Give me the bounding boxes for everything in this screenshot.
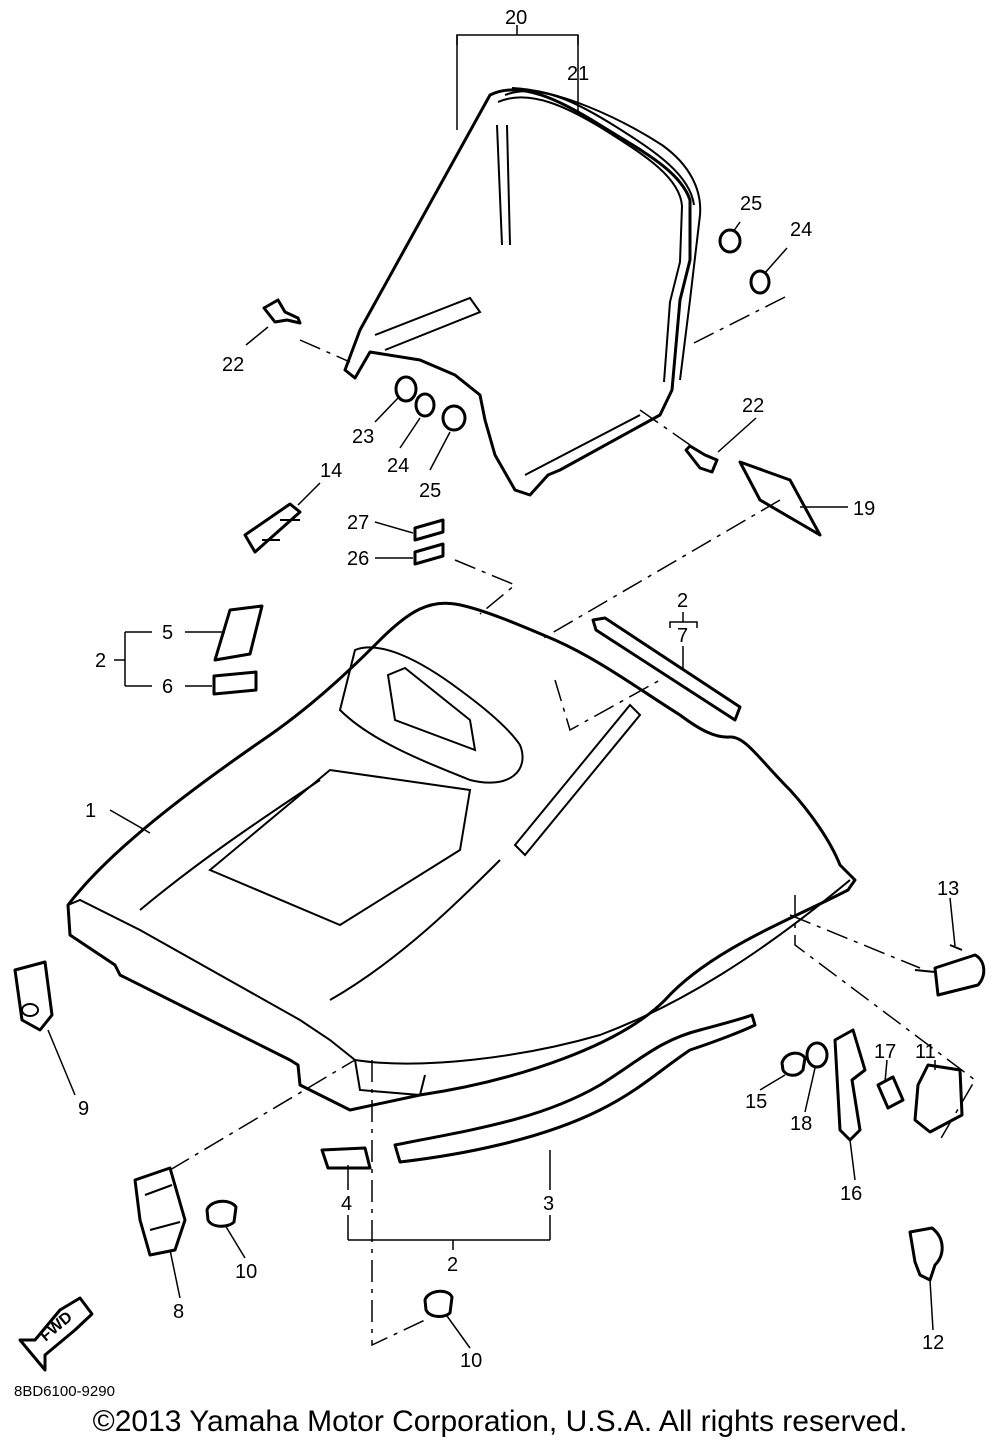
callout-1: 1: [85, 800, 96, 822]
callout-19: 19: [853, 498, 875, 520]
callout-4: 4: [341, 1193, 352, 1215]
callout-24-right: 24: [790, 219, 812, 241]
pad-13: [933, 953, 986, 997]
nut-15: [780, 1051, 807, 1077]
callout-8: 8: [173, 1301, 184, 1323]
nut-24-right: [749, 269, 771, 295]
callout-26: 26: [347, 548, 369, 570]
side-rail: [591, 616, 742, 722]
callout-10-a: 10: [235, 1261, 257, 1283]
windshield-seal: [511, 87, 702, 381]
windshield: [343, 88, 695, 497]
link-16: [833, 1028, 867, 1142]
label-27: [413, 518, 445, 542]
callout-9: 9: [78, 1098, 89, 1120]
callout-3: 3: [543, 1193, 554, 1215]
copyright-notice: ©2013 Yamaha Motor Corporation, U.S.A. A…: [92, 1405, 908, 1438]
callout-2-bottom: 2: [447, 1254, 458, 1276]
leader-lines: [47, 25, 956, 1349]
hinge-8: [133, 1166, 187, 1257]
washer-18: [805, 1041, 829, 1069]
decal-19: [738, 460, 822, 537]
assembly-lines: [169, 296, 976, 1347]
callout-20: 20: [505, 7, 527, 29]
washer-23: [394, 375, 418, 403]
pad-5: [213, 604, 264, 662]
fwd-arrow: FWD: [18, 1296, 94, 1372]
bolt-22-right: [684, 444, 719, 474]
callout-2-left: 2: [95, 650, 106, 672]
callout-22-left: 22: [222, 354, 244, 376]
callout-22-right: 22: [742, 395, 764, 417]
callout-11: 11: [915, 1041, 936, 1063]
collar-17: [876, 1075, 905, 1110]
bolt-22-left: [262, 298, 302, 325]
hinge-9: [13, 960, 54, 1032]
pad-6: [212, 670, 258, 696]
callout-25-left: 25: [419, 480, 441, 502]
callout-7: 7: [677, 625, 688, 647]
bracket-14: [243, 502, 302, 554]
callout-14: 14: [320, 460, 342, 482]
label-26: [413, 542, 445, 566]
callout-25-right: 25: [740, 193, 762, 215]
grommet-10-a: [205, 1199, 238, 1228]
diagram-code: 8BD6100-9290: [14, 1383, 115, 1400]
hood: [66, 601, 857, 1112]
nut-25-right: [718, 228, 742, 254]
callout-27: 27: [347, 512, 369, 534]
callout-24-left: 24: [387, 455, 409, 477]
nut-24-left: [414, 392, 436, 418]
callout-16: 16: [840, 1183, 862, 1205]
nut-25-left: [441, 404, 467, 432]
grommet-10-b: [423, 1289, 454, 1318]
callout-10-b: 10: [460, 1350, 482, 1372]
callout-5: 5: [162, 622, 173, 644]
bracket-11: [913, 1063, 964, 1134]
trim-block: [320, 1146, 372, 1170]
callout-18: 18: [790, 1113, 812, 1135]
callout-17: 17: [874, 1041, 896, 1063]
callout-13: 13: [937, 878, 959, 900]
callout-15: 15: [745, 1091, 767, 1113]
callout-12: 12: [922, 1332, 944, 1354]
callout-2-right: 2: [677, 590, 688, 612]
callout-6: 6: [162, 676, 173, 698]
callout-21: 21: [567, 63, 589, 85]
callout-23: 23: [352, 426, 374, 448]
bumper-strip: [393, 1013, 757, 1164]
latch-12: [908, 1226, 944, 1282]
callouts: 20 21 25 24 22 22 23 24 25 14 19 27 26 5…: [78, 7, 959, 1372]
